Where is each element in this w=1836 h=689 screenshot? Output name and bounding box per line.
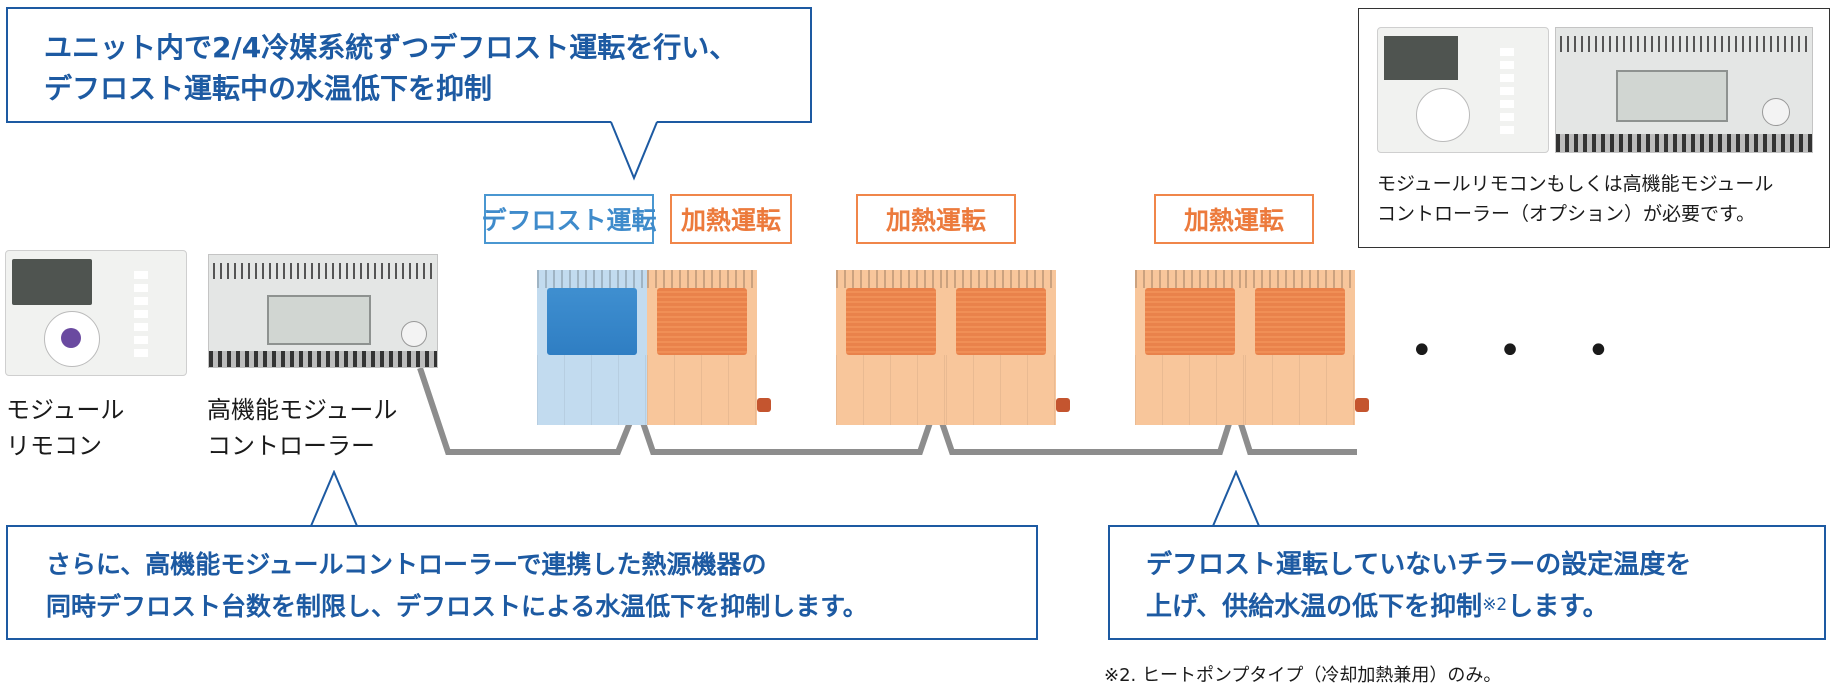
mode-label-defrost: デフロスト運転 <box>482 194 657 244</box>
label-module-remote-line2: リモコン <box>6 432 102 460</box>
note-remote-lcd <box>1384 36 1458 80</box>
mode-label-heat-3: 加熱運転 <box>1154 194 1314 244</box>
label-module-controller: 高機能モジュール コントローラー <box>207 392 397 464</box>
callout-bottom-right-line2-end: します。 <box>1507 592 1609 622</box>
label-module-controller-line2: コントローラー <box>207 432 375 460</box>
chiller-2-left-half <box>836 270 946 425</box>
note-controller-knob <box>1762 98 1790 126</box>
note-controller-terminals <box>1556 134 1812 152</box>
controller-knob <box>401 321 427 347</box>
remote-side-buttons <box>134 271 148 361</box>
chiller-2-right-half <box>946 270 1056 425</box>
label-module-controller-line1: 高機能モジュール <box>207 396 398 424</box>
option-note-line1: モジュールリモコンもしくは高機能モジュール <box>1377 173 1774 195</box>
chiller-unit-3 <box>1135 270 1369 425</box>
module-controller-image <box>208 254 438 368</box>
note-controller-vent <box>1560 36 1808 52</box>
callout-top-pointer <box>610 121 658 181</box>
callout-bottom-right-pointer <box>1212 470 1260 527</box>
callout-bottom-right-line2-main: 上げ、供給水温の低下を抑制 <box>1146 592 1483 622</box>
wire-controller-to-chiller1 <box>417 367 640 455</box>
option-note-box: モジュールリモコンもしくは高機能モジュール コントローラー（オプション）が必要で… <box>1358 8 1830 248</box>
callout-top-line1: ユニット内で2/4冷媒系統ずつデフロスト運転を行い、 <box>44 31 738 64</box>
mode-label-heat-2: 加熱運転 <box>856 194 1016 244</box>
controller-vent <box>213 263 433 279</box>
module-remote-image <box>5 250 187 376</box>
chiller-1-heat-half <box>647 270 757 425</box>
chiller-3-right-half <box>1245 270 1355 425</box>
option-note-line2: コントローラー（オプション）が必要です。 <box>1377 203 1756 225</box>
callout-bottom-right-line2: 上げ、供給水温の低下を抑制※2します。 <box>1146 586 1824 628</box>
controller-lcd-screen <box>267 295 371 345</box>
callout-bottom-left-line1: さらに、高機能モジュールコントローラーで連携した熱源機器の <box>46 550 767 579</box>
callout-bottom-left-line2: 同時デフロスト台数を制限し、デフロストによる水温低下を抑制します。 <box>46 592 868 621</box>
chiller-1-pipe-fitting <box>757 398 771 412</box>
chiller-unit-1 <box>537 270 771 425</box>
note-controller-lcd <box>1616 70 1728 122</box>
wire-chiller1-to-chiller2 <box>634 404 939 455</box>
note-remote-side-buttons <box>1500 48 1514 138</box>
callout-bottom-right: デフロスト運転していないチラーの設定温度を 上げ、供給水温の低下を抑制※2します… <box>1108 525 1826 640</box>
chiller-3-left-half <box>1135 270 1245 425</box>
note-controller-image <box>1555 27 1813 153</box>
controller-terminals <box>209 351 437 367</box>
more-units-ellipsis: • • • <box>1410 328 1637 374</box>
chiller-2-pipe-fitting <box>1056 398 1070 412</box>
callout-top-line2: デフロスト運転中の水温低下を抑制 <box>44 72 493 105</box>
mode-label-heat-1: 加熱運転 <box>670 194 792 244</box>
label-module-remote: モジュール リモコン <box>6 392 124 464</box>
callout-bottom-right-line1: デフロスト運転していないチラーの設定温度を <box>1146 550 1692 580</box>
chiller-unit-2 <box>836 270 1070 425</box>
option-note-text: モジュールリモコンもしくは高機能モジュール コントローラー（オプション）が必要で… <box>1377 169 1773 229</box>
note-remote-image <box>1377 27 1549 153</box>
callout-top: ユニット内で2/4冷媒系統ずつデフロスト運転を行い、 デフロスト運転中の水温低下… <box>6 7 812 123</box>
chiller-1-defrost-half <box>537 270 647 425</box>
chiller-3-pipe-fitting <box>1355 398 1369 412</box>
callout-bottom-left-pointer <box>310 470 358 527</box>
footnote: ※2. ヒートポンプタイプ（冷却加熱兼用）のみ。 <box>1104 665 1502 686</box>
remote-dial-center <box>61 328 81 348</box>
footnote-marker: ※2 <box>1482 595 1508 615</box>
note-remote-dial <box>1416 88 1470 142</box>
wire-chiller2-to-chiller3 <box>933 404 1238 455</box>
callout-bottom-left: さらに、高機能モジュールコントローラーで連携した熱源機器の 同時デフロスト台数を… <box>6 525 1038 640</box>
remote-lcd-screen <box>12 259 92 305</box>
label-module-remote-line1: モジュール <box>6 396 125 424</box>
